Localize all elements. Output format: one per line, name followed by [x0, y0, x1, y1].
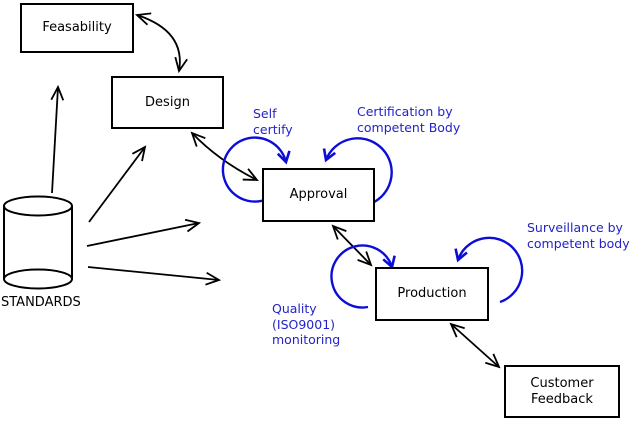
node-production: Production — [375, 267, 489, 321]
arrow-design-approval — [190, 131, 259, 181]
loop-quality — [330, 244, 396, 309]
arrow-feasability-design — [134, 12, 188, 74]
standards-label: STANDARDS — [1, 295, 81, 310]
annotation-certification: Certification by competent Body — [357, 104, 461, 135]
node-design: Design — [111, 76, 224, 129]
arrow-standards-production — [87, 266, 222, 286]
arrow-standards-design — [88, 145, 147, 223]
loop-surveillance — [454, 236, 524, 304]
node-approval: Approval — [262, 168, 375, 222]
node-customer-feedback: Customer Feedback — [504, 365, 620, 418]
annotation-self-certify: Self certify — [253, 106, 293, 137]
arrow-standards-approval — [86, 218, 202, 247]
arrow-approval-production — [331, 224, 373, 267]
loop-self-certify — [221, 136, 291, 203]
annotation-surveillance: Surveillance by competent body — [527, 220, 630, 251]
standards-cylinder-icon — [3, 195, 73, 290]
annotation-quality: Quality (ISO9001) monitoring — [272, 301, 341, 347]
arrow-standards-feasability — [50, 84, 65, 194]
node-feasability: Feasability — [20, 3, 134, 53]
arrow-production-feedback — [449, 322, 501, 369]
loop-certification — [322, 137, 393, 207]
